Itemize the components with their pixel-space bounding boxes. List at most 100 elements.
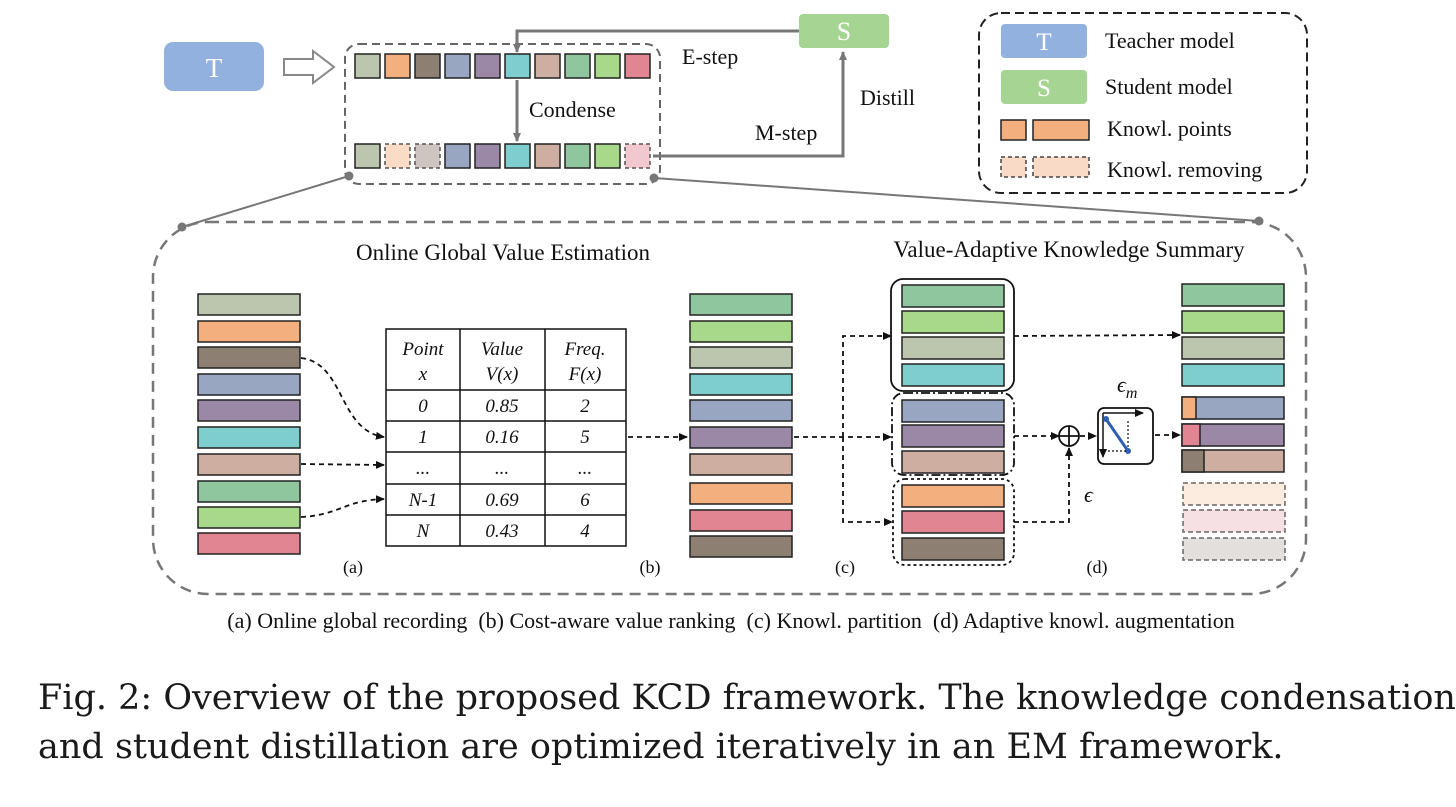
legend-removing-text: Knowl. removing xyxy=(1107,157,1262,182)
bar-b-9 xyxy=(689,535,793,558)
table-cell: 1 xyxy=(418,427,428,448)
knowledge-square-3 xyxy=(444,53,471,79)
bar-c-3 xyxy=(901,363,1005,387)
column-b-bars xyxy=(689,293,793,558)
condensed-square-4 xyxy=(474,143,501,169)
student-box xyxy=(799,14,889,48)
table-header-point-2: x xyxy=(418,364,428,385)
removed-square-2 xyxy=(414,143,441,169)
legend-teacher-swatch-label: T xyxy=(1036,29,1051,56)
epsilon-m-subscript: m xyxy=(1126,385,1138,402)
caption-line-1: Fig. 2: Overview of the proposed KCD fra… xyxy=(38,678,1456,718)
table-border xyxy=(385,328,627,547)
section-title-right: Value-Adaptive Knowledge Summary xyxy=(893,237,1245,262)
figure-caption: Fig. 2: Overview of the proposed KCD fra… xyxy=(38,674,1456,772)
table-cell: 0.43 xyxy=(485,521,518,542)
table-cell: 0.69 xyxy=(485,490,519,511)
caption-line-2: and student distillation are optimized i… xyxy=(38,727,1284,767)
column-c-bars xyxy=(901,284,1005,561)
bar-b-5 xyxy=(689,426,793,449)
section-title-left: Online Global Value Estimation xyxy=(356,240,651,265)
legend-student-swatch xyxy=(1001,70,1087,104)
partition-arrow-down xyxy=(842,437,893,526)
bar-d-removed-0 xyxy=(1182,482,1286,506)
record-arrow-2 xyxy=(300,460,385,469)
distill-label: Distill xyxy=(860,85,915,110)
table-cell: ... xyxy=(416,458,430,479)
condense-group-dashed-box xyxy=(344,43,661,185)
bar-c-7 xyxy=(901,484,1005,508)
condensed-square-3 xyxy=(444,143,471,169)
legend-student-text: Student model xyxy=(1105,74,1233,99)
panel-letter-a: (a) xyxy=(343,557,363,578)
bar-d-kept-3 xyxy=(1181,363,1285,387)
panel-letter-c: (c) xyxy=(835,557,855,578)
epsilon-m-label: ϵm xyxy=(1117,372,1137,402)
table-cell: N xyxy=(416,521,431,542)
bar-b-1 xyxy=(689,320,793,343)
bar-c-9 xyxy=(901,537,1005,561)
record-arrow-1 xyxy=(300,357,385,440)
knowledge-square-1 xyxy=(384,53,411,79)
knowledge-square-5 xyxy=(504,53,531,79)
m-step-arrow xyxy=(653,51,847,158)
legend-point-large xyxy=(1032,119,1090,141)
bar-b-6 xyxy=(689,453,793,476)
table-cell: N-1 xyxy=(408,490,438,511)
partition-arrow-up xyxy=(842,332,892,437)
table-cell: 5 xyxy=(580,427,590,448)
bar-d-aug-point-1 xyxy=(1181,423,1201,447)
bar-d-aug-base-0 xyxy=(1181,396,1285,420)
knowledge-square-4 xyxy=(474,53,501,79)
column-a-bars xyxy=(197,293,301,555)
condensed-square-5 xyxy=(504,143,531,169)
bar-b-4 xyxy=(689,399,793,422)
table-cell: 6 xyxy=(580,490,590,511)
bar-a-5 xyxy=(197,426,301,449)
table-header-point-1: Point xyxy=(401,339,444,360)
table-header-freq-1: Freq. xyxy=(564,339,606,360)
subcaption: (a) Online global recording (b) Cost-awa… xyxy=(227,608,1234,633)
condensed-square-8 xyxy=(594,143,621,169)
table-cell: 4 xyxy=(580,521,590,542)
zoom-dot-1 xyxy=(344,171,354,181)
knowledge-square-2 xyxy=(414,53,441,79)
bar-c-4 xyxy=(901,399,1005,423)
removed-square-9 xyxy=(624,143,651,169)
legend-teacher-text: Teacher model xyxy=(1105,28,1235,53)
detail-dashed-box xyxy=(151,220,1308,596)
kcd-framework-diagram: T S E-step Condense M-step Distill T Tea… xyxy=(151,12,1308,633)
teacher-box xyxy=(164,42,264,91)
augment-box xyxy=(1097,407,1154,465)
bar-a-2 xyxy=(197,346,301,369)
bar-b-8 xyxy=(689,509,793,532)
condensed-square-6 xyxy=(534,143,561,169)
keep-arrow xyxy=(1013,331,1181,340)
knowledge-square-8 xyxy=(594,53,621,79)
column-d-bars xyxy=(1181,283,1286,561)
table-cell: 0 xyxy=(418,396,428,417)
condensed-square-7 xyxy=(564,143,591,169)
bar-b-3 xyxy=(689,373,793,396)
bar-c-5 xyxy=(901,424,1005,448)
record-arrow-3 xyxy=(300,495,385,518)
bar-c-0 xyxy=(901,284,1005,308)
bar-a-4 xyxy=(197,399,301,422)
partition-group-mid xyxy=(891,392,1015,476)
augment-dot-1 xyxy=(1103,416,1109,422)
zoom-line-left xyxy=(181,175,350,228)
bar-d-aug-point-2 xyxy=(1181,449,1205,473)
top-knowledge-row xyxy=(354,53,651,79)
bar-d-kept-2 xyxy=(1181,336,1285,360)
legend-point-small xyxy=(1000,119,1027,141)
legend-box xyxy=(978,12,1308,194)
table-cell: 0.85 xyxy=(485,396,518,417)
bar-c-8 xyxy=(901,510,1005,534)
epsilon-m-base: ϵ xyxy=(1117,372,1127,397)
bar-a-0 xyxy=(197,293,301,316)
legend-teacher-swatch xyxy=(1001,24,1087,58)
teacher-box-label: T xyxy=(206,53,223,83)
bar-d-removed-2 xyxy=(1182,537,1286,561)
condense-label: Condense xyxy=(529,97,616,122)
table-header-value-2: V(x) xyxy=(486,364,519,385)
